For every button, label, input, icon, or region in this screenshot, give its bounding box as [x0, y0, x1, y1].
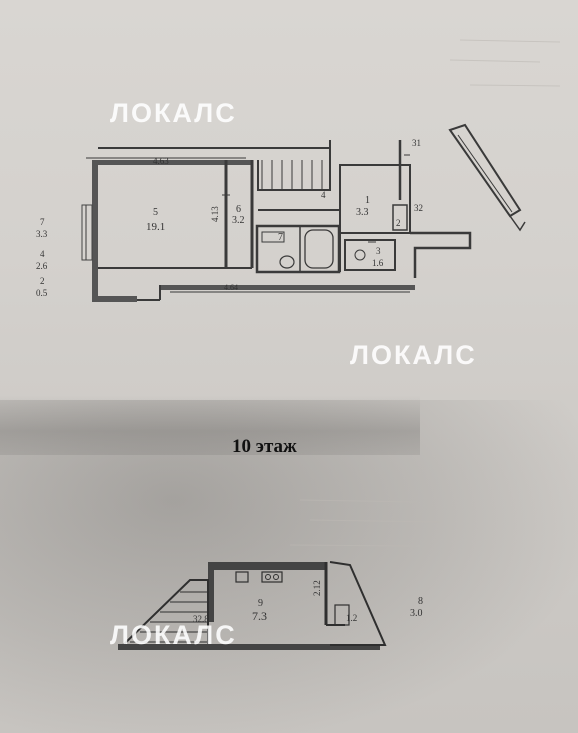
mark-31: 31: [412, 138, 421, 148]
room-7-num: 7: [278, 232, 283, 243]
upper-plan-labels: 4.63 4.13 4.64 5 19.1 6 3.2 7 1 3.3 3 1.…: [36, 138, 423, 298]
dim-top: 4.63: [153, 156, 169, 166]
floor-title: 10 этаж: [232, 436, 297, 457]
lower-plan: [118, 561, 387, 650]
room-3-area: 1.6: [372, 258, 384, 268]
dim-right: 2.12: [312, 580, 322, 596]
room-3-num: 3: [376, 246, 381, 256]
side-4-area: 2.6: [36, 261, 48, 271]
room-1-num: 1: [365, 195, 370, 206]
dim-small: 1.2: [346, 613, 357, 623]
side-2-area: 0.5: [36, 288, 48, 298]
mark-32: 32: [414, 203, 423, 213]
side-4-num: 4: [40, 249, 45, 259]
room-2-num: 2: [396, 218, 401, 228]
room-6-num: 6: [236, 204, 241, 215]
side-2-num: 2: [40, 276, 45, 286]
upper-plan: [81, 123, 526, 302]
side-7-area: 3.3: [36, 229, 48, 239]
dim-left: 4.13: [210, 206, 220, 222]
lower-plan-labels: 9 7.3 2.12 1.2 32.8 8 3.0: [193, 580, 423, 624]
watermark-bottom: ЛОКАЛС: [110, 620, 237, 650]
side-8-area: 3.0: [410, 608, 423, 619]
photo-shadow-edge: [0, 395, 420, 455]
room-9-num: 9: [258, 598, 263, 609]
room-5-area: 19.1: [146, 221, 165, 233]
dim-bottom: 4.64: [224, 283, 238, 292]
watermark-top: ЛОКАЛС: [110, 98, 237, 128]
room-4-num: 4: [321, 190, 326, 200]
room-9-area: 7.3: [252, 609, 267, 623]
room-5-num: 5: [153, 207, 158, 218]
stair-label: 32.8: [193, 614, 209, 624]
watermark-middle: ЛОКАЛС: [350, 340, 477, 370]
side-7-num: 7: [40, 217, 45, 227]
room-6-area: 3.2: [232, 215, 245, 226]
room-1-area: 3.3: [356, 207, 369, 218]
side-8-num: 8: [418, 596, 423, 607]
